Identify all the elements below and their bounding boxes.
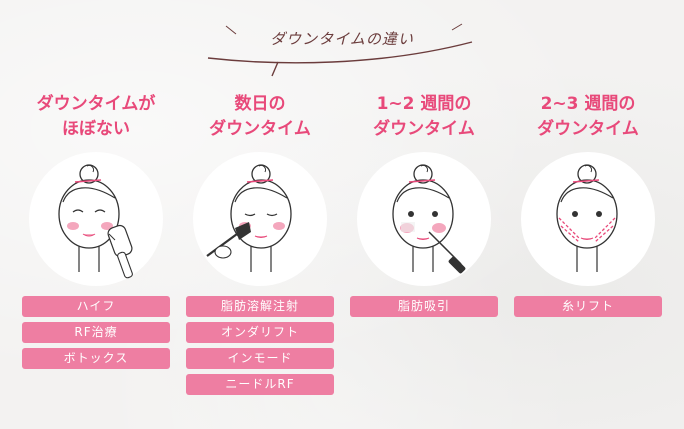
treatment-tags: 脂肪溶解注射 オンダリフト インモード ニードルRF — [186, 296, 334, 400]
treatment-tags: ハイフ RF治療 ボトックス — [22, 296, 170, 374]
column-heading: 2~3 週間の ダウンタイム — [537, 94, 639, 139]
title-underline-curve — [207, 23, 473, 77]
treatment-tag: インモード — [186, 348, 334, 369]
treatment-tag: RF治療 — [22, 322, 170, 343]
treatment-tag: オンダリフト — [186, 322, 334, 343]
treatment-tags: 脂肪吸引 — [350, 296, 498, 322]
treatment-tag: ハイフ — [22, 296, 170, 317]
treatment-tag: 脂肪溶解注射 — [186, 296, 334, 317]
column-heading: 1~2 週間の ダウンタイム — [373, 94, 475, 139]
treatment-tags: 糸リフト — [514, 296, 662, 322]
treatment-tag: 脂肪吸引 — [350, 296, 498, 317]
column-heading: 数日の ダウンタイム — [209, 94, 311, 139]
title-area: ダウンタイムの違い — [0, 0, 684, 80]
treatment-tag: 糸リフト — [514, 296, 662, 317]
face-with-cannula-icon — [357, 152, 491, 286]
face-with-rf-device-icon — [29, 152, 163, 286]
page-title: ダウンタイムの違い — [270, 30, 414, 48]
treatment-tag: ボトックス — [22, 348, 170, 369]
face-with-thread-lines-icon — [521, 152, 655, 286]
face-with-brush-icon — [193, 152, 327, 286]
column-heading: ダウンタイムが ほぼない — [36, 94, 156, 139]
treatment-tag: ニードルRF — [186, 374, 334, 395]
